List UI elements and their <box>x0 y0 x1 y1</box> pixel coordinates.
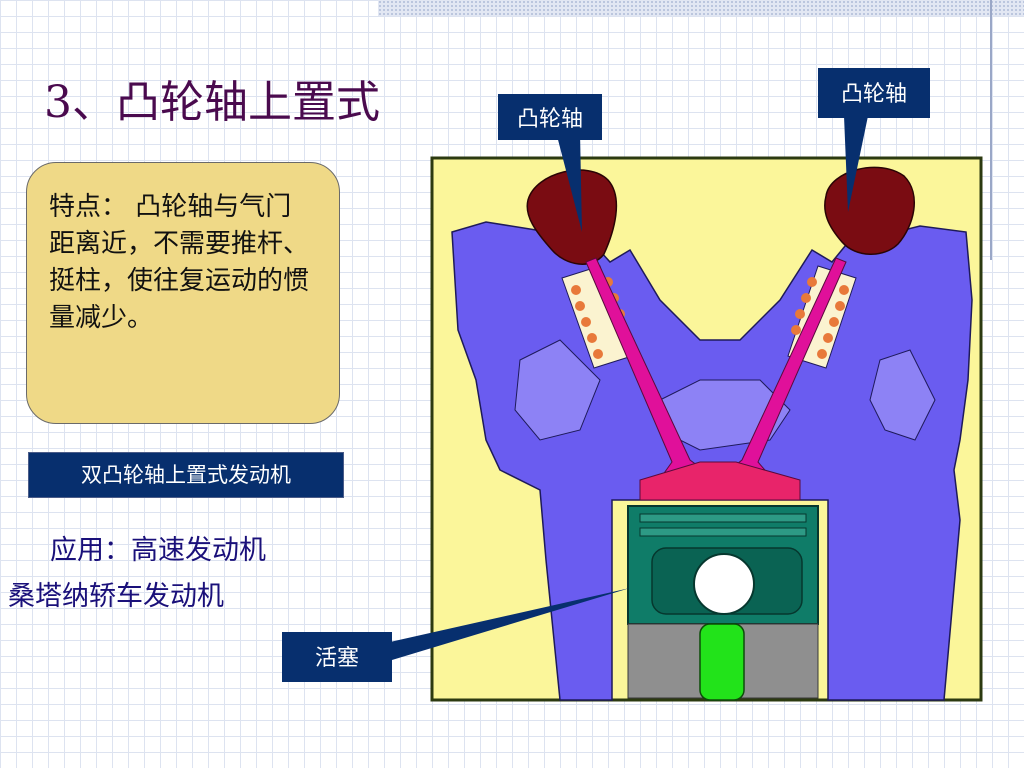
piston-pin <box>693 553 755 615</box>
application-line-2: 桑塔纳轿车发动机 <box>8 581 224 612</box>
head-cavity-right <box>869 349 936 441</box>
features-text: 特点： 凸轮轴与气门距离近，不需要推杆、挺柱，使往复运动的惯量减少。 <box>49 192 310 333</box>
piston-label-box <box>282 632 392 682</box>
application-line-1: 应用：高速发动机 <box>50 535 266 566</box>
piston-label: 活塞 <box>315 646 359 671</box>
right-decoration-line <box>990 0 992 260</box>
features-callout: 特点： 凸轮轴与气门距离近，不需要推杆、挺柱，使往复运动的惯量减少。 <box>26 162 340 424</box>
cylinder-head <box>451 221 973 701</box>
engine-type-label: 双凸轮轴上置式发动机 <box>28 452 344 498</box>
camshaft-label-right-box <box>818 68 930 118</box>
camshaft-label-right: 凸轮轴 <box>841 82 907 107</box>
combustion-chamber <box>639 461 801 501</box>
camshaft-label-left-box <box>498 94 602 140</box>
slide-title: 3、凸轮轴上置式 <box>44 77 380 128</box>
callout-pointer-camshaft-right <box>844 116 868 212</box>
callout-pointer-piston <box>390 588 630 660</box>
top-decoration-band <box>378 0 1024 16</box>
connecting-rod <box>699 623 745 701</box>
head-cavity-left <box>514 339 601 441</box>
callout-pointer-camshaft-left <box>556 132 582 232</box>
camshaft-label-left: 凸轮轴 <box>517 107 583 132</box>
